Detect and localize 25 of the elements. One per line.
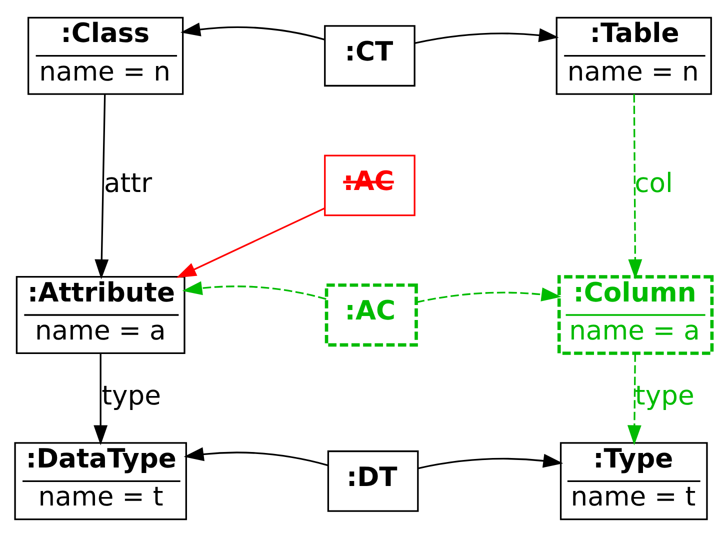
arrow bbox=[176, 206, 326, 278]
node-box: :Table name = n bbox=[556, 16, 712, 94]
node-box: :DataType name = t bbox=[14, 442, 187, 520]
node-box: :AC bbox=[324, 282, 418, 346]
edge-label: type bbox=[634, 380, 694, 411]
arrow bbox=[94, 353, 108, 445]
arrow bbox=[414, 28, 559, 44]
arrow bbox=[627, 353, 642, 445]
node-box: :Column name = a bbox=[557, 274, 714, 354]
node-box: :CT bbox=[324, 24, 416, 86]
arrow bbox=[184, 446, 328, 466]
arrow bbox=[182, 280, 326, 300]
edge-label: type bbox=[102, 380, 162, 411]
arrow bbox=[416, 287, 562, 303]
node-box: :AC bbox=[324, 154, 416, 216]
arrow bbox=[628, 94, 642, 279]
arrow bbox=[418, 453, 564, 469]
edge-label: col bbox=[634, 167, 673, 198]
node-box: :Attribute name = a bbox=[16, 275, 186, 354]
arrow bbox=[180, 22, 325, 40]
node-box: :Class name = n bbox=[28, 16, 184, 94]
node-box: :DT bbox=[327, 450, 419, 512]
arrow bbox=[94, 94, 109, 279]
node-box: :Type name = t bbox=[560, 442, 708, 520]
edge-label: attr bbox=[104, 167, 152, 198]
